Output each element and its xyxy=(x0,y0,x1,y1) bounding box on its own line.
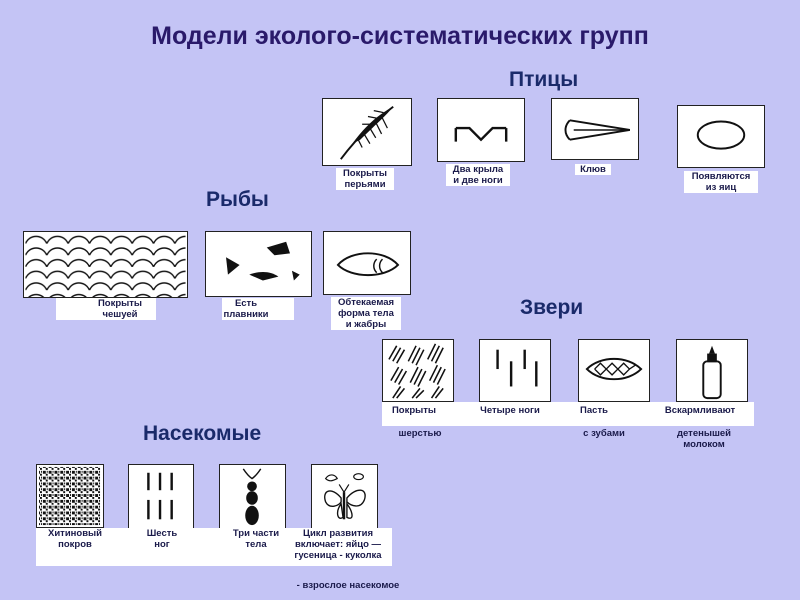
fur-card xyxy=(382,339,454,402)
fins-label-strip xyxy=(222,298,294,320)
chitin-label: Хитиновый покров xyxy=(47,528,102,550)
feathers-label: Покрыты перьями xyxy=(336,168,394,190)
insect-body-icon xyxy=(242,468,262,526)
mouth-label-2: с зубами xyxy=(583,428,625,439)
scales-label-strip xyxy=(56,298,156,320)
fur-icon xyxy=(388,343,446,399)
milk-label-2: детенышей молоком xyxy=(676,428,732,450)
fish-shape-label: Обтекаемая форма тела и жабры xyxy=(331,297,401,330)
beak-icon xyxy=(564,119,630,141)
beak-card xyxy=(551,98,639,160)
mammals-label-strip xyxy=(382,402,754,426)
four-legs-card xyxy=(479,339,551,402)
scales-icon xyxy=(25,232,186,297)
four-legs-icon xyxy=(496,349,538,387)
wings-legs-icon xyxy=(454,126,508,142)
beak-label: Клюв xyxy=(575,164,611,175)
egg-card xyxy=(677,105,765,168)
life-cycle-card xyxy=(311,464,378,530)
group-title-insects: Насекомые xyxy=(143,422,262,445)
wings-legs-card xyxy=(437,98,525,162)
life-cycle-label: Цикл развития включает: яйцо — гусеница … xyxy=(294,528,382,561)
milk-bottle-icon xyxy=(702,345,722,400)
six-legs-icon xyxy=(147,472,173,520)
wings-legs-label: Два крыла и две ноги xyxy=(446,164,510,186)
scales-card xyxy=(23,231,188,298)
fins-card xyxy=(205,231,312,297)
chitin-texture-icon xyxy=(39,466,101,526)
body-parts-card xyxy=(219,464,286,530)
mouth-teeth-icon xyxy=(585,358,643,381)
eggs-label: Появляются из яиц xyxy=(684,171,758,193)
fish-shape-icon xyxy=(336,252,400,276)
fins-icon xyxy=(226,241,300,281)
insects-label-strip xyxy=(36,528,392,566)
life-cycle-end-label: - взрослое насекомое xyxy=(296,580,400,591)
feather-icon xyxy=(340,105,394,160)
milk-label-1: Вскармливают xyxy=(664,405,736,416)
milk-card xyxy=(676,339,748,402)
butterfly-icon xyxy=(324,473,366,520)
mouth-card xyxy=(578,339,650,402)
body-parts-label: Три части тела xyxy=(232,528,280,550)
four-legs-label: Четыре ноги xyxy=(480,405,540,416)
group-title-birds: Птицы xyxy=(509,68,579,91)
feather-card xyxy=(322,98,412,166)
fish-shape-card xyxy=(323,231,411,295)
fur-label-1: Покрыты xyxy=(391,405,437,416)
fur-label-2: шерстью xyxy=(398,428,442,439)
six-legs-label: Шесть ног xyxy=(146,528,178,550)
egg-icon xyxy=(696,120,746,150)
six-legs-card xyxy=(128,464,194,530)
scales-label: Покрыты чешуей xyxy=(97,298,143,320)
group-title-mammals: Звери xyxy=(520,296,584,319)
fins-label: Есть плавники xyxy=(223,298,269,320)
page-title: Модели эколого-систематических групп xyxy=(151,22,649,50)
chitin-card xyxy=(36,464,104,528)
mouth-label-1: Пасть xyxy=(580,405,608,416)
group-title-fish: Рыбы xyxy=(206,188,269,211)
